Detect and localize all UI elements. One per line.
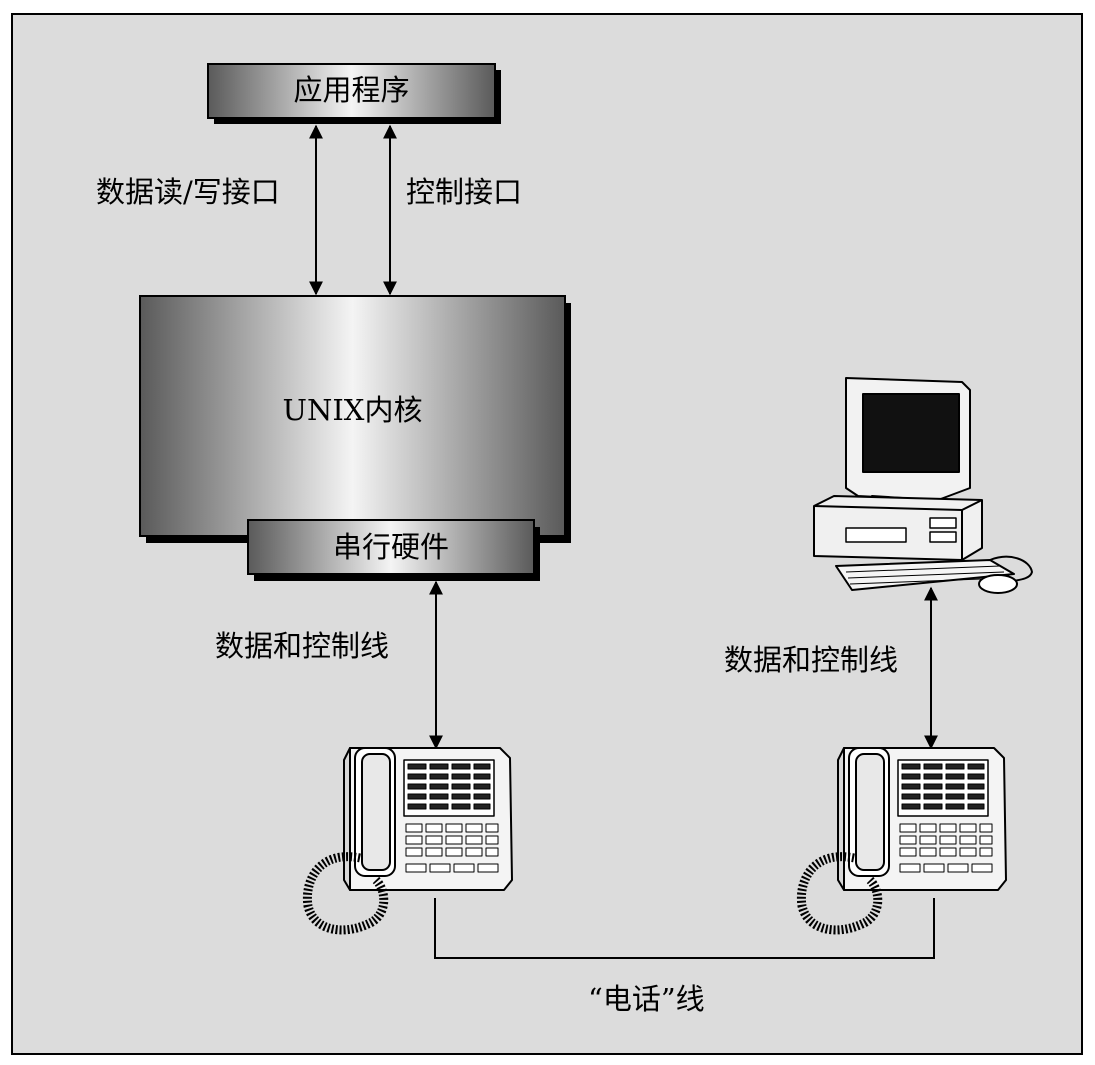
- control-interface-label: 控制接口: [406, 175, 523, 209]
- application-label: 应用程序: [293, 73, 410, 107]
- left-line-label: 数据和控制线: [215, 629, 390, 663]
- right-line-label: 数据和控制线: [724, 643, 899, 677]
- kernel-label: UNIX内核: [282, 393, 423, 427]
- telephone-icon: [302, 747, 513, 935]
- serial-hardware-box: [247, 519, 540, 581]
- kernel-box: [139, 295, 571, 543]
- telephone-icon: [796, 747, 1007, 935]
- serial-hardware-label: 串行硬件: [332, 530, 449, 564]
- application-box: [207, 63, 501, 124]
- phone-line-label: “电话”线: [588, 982, 705, 1016]
- data-rw-interface-label: 数据读/写接口: [96, 175, 280, 209]
- phone-line: [434, 898, 935, 959]
- computer-terminal-icon: [813, 377, 1033, 594]
